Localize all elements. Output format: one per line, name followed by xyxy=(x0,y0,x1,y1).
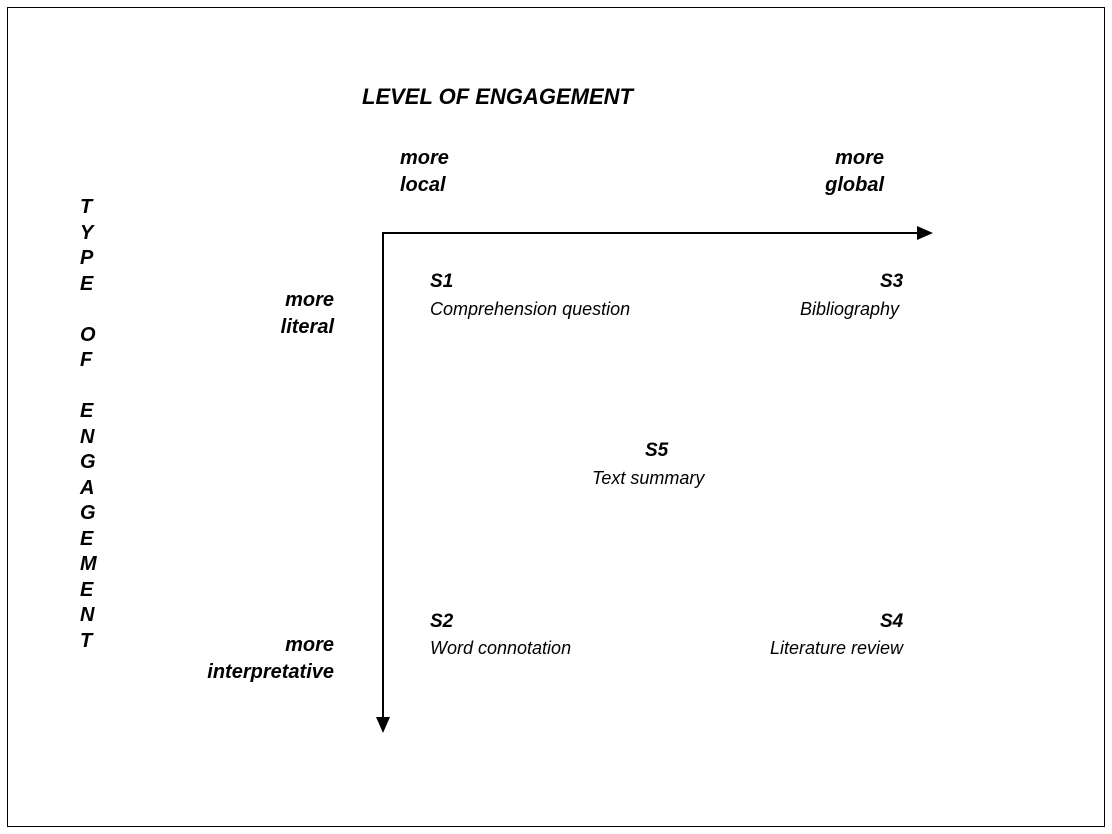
vertical-title-letter: N xyxy=(80,604,95,626)
row-header-interpretative-line2: interpretative xyxy=(207,661,334,683)
cell-s1-label: Comprehension question xyxy=(430,299,631,319)
row-header-literal-line1: more xyxy=(285,289,334,311)
vertical-title-letter: E xyxy=(80,527,94,550)
vertical-title-letter: Y xyxy=(80,221,94,244)
cell-s1-id: S1 xyxy=(430,271,454,292)
vertical-arrowhead xyxy=(376,717,390,733)
row-header-literal-line2: literal xyxy=(280,316,334,338)
cell-s3-id: S3 xyxy=(880,271,904,292)
row-header-interpretative-line1: more xyxy=(285,634,334,656)
cell-s4-label: Literature review xyxy=(770,638,904,658)
vertical-title-letter: O xyxy=(80,323,96,346)
vertical-title-letter: E xyxy=(80,578,94,601)
vertical-title-letter: F xyxy=(80,349,93,371)
vertical-title-letter: G xyxy=(80,502,96,524)
vertical-title-letter: E xyxy=(80,400,94,422)
cell-s4-id: S4 xyxy=(880,611,904,632)
row-header-interpretative: more interpretative xyxy=(150,632,334,686)
column-header-global-line1: more xyxy=(835,147,884,169)
cell-s2-label: Word connotation xyxy=(430,638,572,658)
column-header-global: more global xyxy=(810,145,884,199)
row-header-literal: more literal xyxy=(200,287,334,341)
vertical-title-letter: N xyxy=(80,425,95,448)
vertical-title-letter: G xyxy=(80,451,96,473)
cell-s3-label: Bibliography xyxy=(800,299,900,319)
cell-s2-id: S2 xyxy=(430,611,454,632)
vertical-axis-title: T Y P E O F E N G A G E M E N T xyxy=(80,195,97,654)
vertical-title-letter: M xyxy=(80,553,97,575)
column-header-local-line2: local xyxy=(400,174,446,196)
diagram-title: LEVEL OF ENGAGEMENT xyxy=(362,84,633,109)
column-header-local: more local xyxy=(400,145,449,199)
vertical-title-letter: A xyxy=(80,476,95,499)
vertical-title-letter: T xyxy=(80,629,93,652)
column-header-local-line1: more xyxy=(400,147,449,169)
cell-s5-id: S5 xyxy=(645,440,669,461)
cell-s5-label: Text summary xyxy=(592,468,705,488)
vertical-title-letter: P xyxy=(80,247,94,269)
column-header-global-line2: global xyxy=(825,174,884,196)
horizontal-arrowhead xyxy=(917,226,933,240)
vertical-title-letter: E xyxy=(80,272,94,295)
vertical-title-letter: T xyxy=(80,196,93,218)
diagram-frame xyxy=(7,7,1105,827)
